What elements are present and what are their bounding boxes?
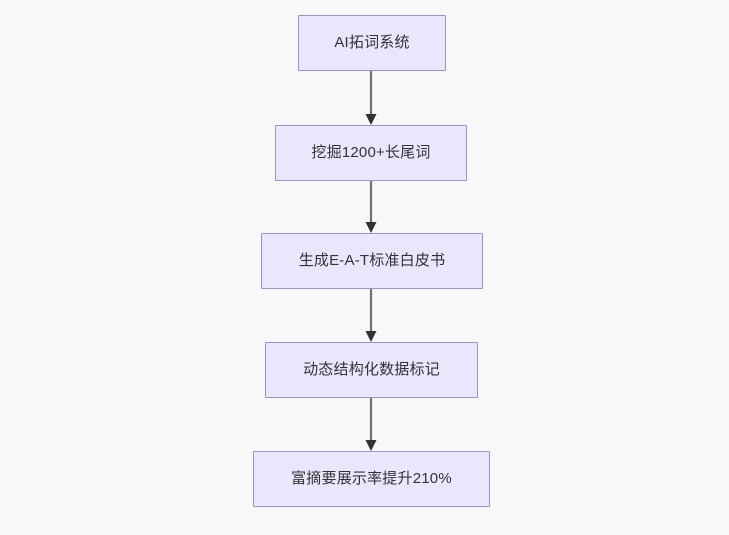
flow-node-generate-eat-whitepaper[interactable]: 生成E-A-T标准白皮书 xyxy=(261,233,483,289)
flow-node-ai-keyword-system[interactable]: AI拓词系统 xyxy=(298,15,446,71)
flow-node-label: AI拓词系统 xyxy=(334,34,410,51)
flow-node-label: 生成E-A-T标准白皮书 xyxy=(298,252,446,269)
flow-node-mine-longtail-keywords[interactable]: 挖掘1200+长尾词 xyxy=(275,125,467,181)
flow-node-rich-snippet-impression-lift[interactable]: 富摘要展示率提升210% xyxy=(253,451,490,507)
flow-node-dynamic-structured-data-markup[interactable]: 动态结构化数据标记 xyxy=(265,342,478,398)
edge-n0-n1 xyxy=(365,71,377,125)
flow-node-label: 动态结构化数据标记 xyxy=(303,361,440,378)
flow-node-label: 挖掘1200+长尾词 xyxy=(311,144,431,161)
edge-n3-n4 xyxy=(365,398,377,451)
edge-n2-n3 xyxy=(365,289,377,342)
flow-node-label: 富摘要展示率提升210% xyxy=(291,470,452,487)
edge-n1-n2 xyxy=(365,181,377,233)
